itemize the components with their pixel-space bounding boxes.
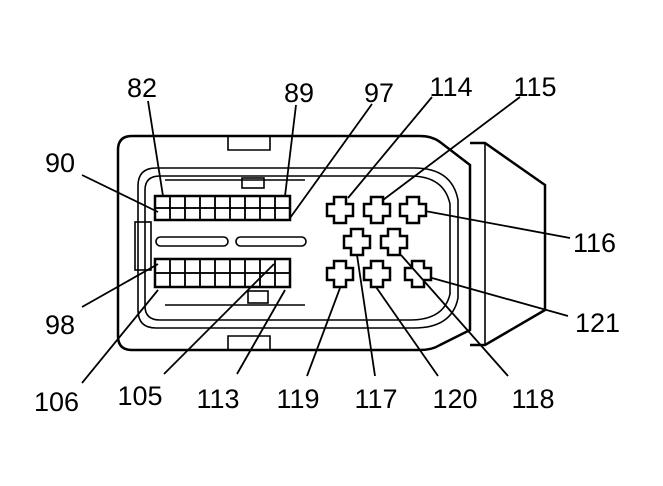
pin-label-97: 97 [363,78,395,108]
upper-terminal-cavity [259,207,276,221]
pin-label-114: 114 [429,72,473,102]
pin-label-113: 113 [196,384,240,414]
terminal-cavity-117 [342,227,372,257]
lower-terminal-cavity [184,258,201,274]
terminal-cavity-119 [325,259,355,289]
terminal-cavity-115 [362,195,392,225]
upper-terminal-cavity [199,207,216,221]
leader-118 [400,254,509,377]
terminal-cavity-121 [403,259,433,289]
pin-label-82: 82 [126,73,158,103]
pin-label-116: 116 [573,228,617,258]
terminal-cavity-114 [325,195,355,225]
leader-98 [81,263,159,308]
pin-label-90: 90 [45,148,76,178]
upper-terminal-cavity [214,207,231,221]
lower-terminal-cavity [274,258,291,274]
upper-terminal-cavity [244,207,261,221]
terminal-cavity-120 [362,259,392,289]
terminal-cavity-116 [398,195,428,225]
terminal-cavity-118 [379,227,409,257]
leader-121 [431,277,569,317]
upper-terminal-cavity [154,195,171,209]
pin-label-106: 106 [34,387,80,417]
leader-115 [382,96,521,201]
lower-terminal-cavity [199,272,216,288]
leader-117 [356,254,376,377]
lower-terminal-cavity [169,258,186,274]
upper-terminal-cavity [229,195,246,209]
upper-terminal-cavity [184,207,201,221]
upper-terminal-cavity [169,195,186,209]
connector-housing [116,134,547,352]
upper-terminal-cavity [274,207,291,221]
upper-terminal-cavity [229,207,246,221]
leader-113 [236,289,286,375]
pin-label-121: 121 [575,308,621,338]
upper-terminal-cavity [184,195,201,209]
pin-label-117: 117 [354,384,398,414]
lower-terminal-cavity [154,272,171,288]
upper-terminal-cavity [274,195,291,209]
lower-terminal-cavity [214,258,231,274]
upper-terminal-cavity [244,195,261,209]
leader-97 [289,103,373,219]
lower-terminal-cavity [214,272,231,288]
pin-label-98: 98 [45,310,76,340]
lower-terminal-cavity [229,258,246,274]
pin-label-118: 118 [511,384,555,414]
leader-90 [81,174,159,213]
lower-terminal-cavity [154,258,171,274]
leader-89 [284,104,297,197]
leader-116 [424,210,571,239]
leader-lines [81,96,571,384]
upper-terminal-cavity [214,195,231,209]
lower-terminal-block [153,257,292,289]
leader-119 [306,287,341,377]
lower-terminal-cavity [229,272,246,288]
lower-terminal-cavity [169,272,186,288]
pin-label-120: 120 [432,384,478,414]
upper-terminal-cavity [199,195,216,209]
leader-105 [163,263,275,375]
pin-label-105: 105 [117,381,163,411]
lower-terminal-cavity [244,258,261,274]
upper-terminal-cavity [169,207,186,221]
lower-terminal-cavity [199,258,216,274]
upper-terminal-cavity [154,207,171,221]
leader-120 [375,286,439,377]
pin-label-119: 119 [276,384,320,414]
upper-terminal-cavity [259,195,276,209]
leader-114 [347,96,433,199]
lower-terminal-cavity [274,272,291,288]
large-terminal-cavities [325,195,433,289]
pin-label-115: 115 [513,72,557,102]
pin-label-89: 89 [283,78,315,108]
upper-terminal-block [153,194,292,222]
leader-106 [81,289,159,384]
leader-82 [147,100,164,197]
lower-terminal-cavity [184,272,201,288]
